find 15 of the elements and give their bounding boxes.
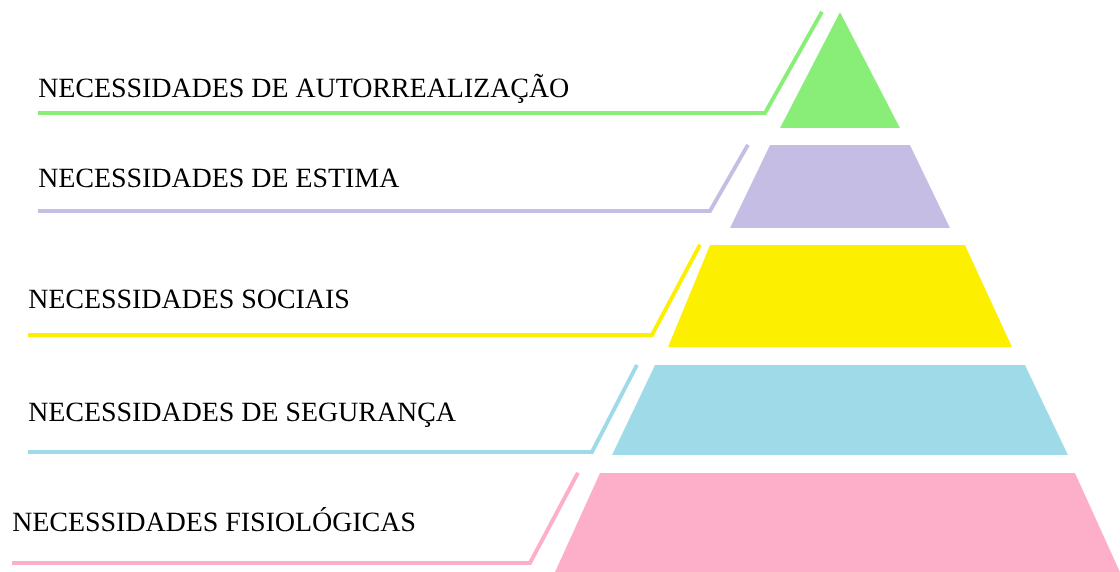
level-label: NECESSIDADES DE AUTORREALIZAÇÃO	[39, 73, 569, 103]
level-label: NECESSIDADES DE ESTIMA	[39, 168, 400, 188]
leader-line	[38, 10, 824, 115]
pyramid-layer	[668, 245, 1012, 347]
leader-line	[38, 143, 750, 213]
pyramid-layer	[555, 473, 1120, 572]
level-label: NECESSIDADES SOCIAIS	[29, 289, 349, 309]
leader-line	[28, 363, 639, 454]
leader-line	[28, 243, 702, 337]
level-label: NECESSIDADES DE SEGURANÇA	[29, 402, 456, 427]
pyramid-layer	[612, 365, 1068, 455]
level-label: NECESSIDADES FISIOLÓGICAS	[13, 507, 415, 532]
pyramid-layer	[730, 145, 950, 228]
leader-line	[12, 471, 580, 565]
pyramid-top	[780, 12, 900, 128]
